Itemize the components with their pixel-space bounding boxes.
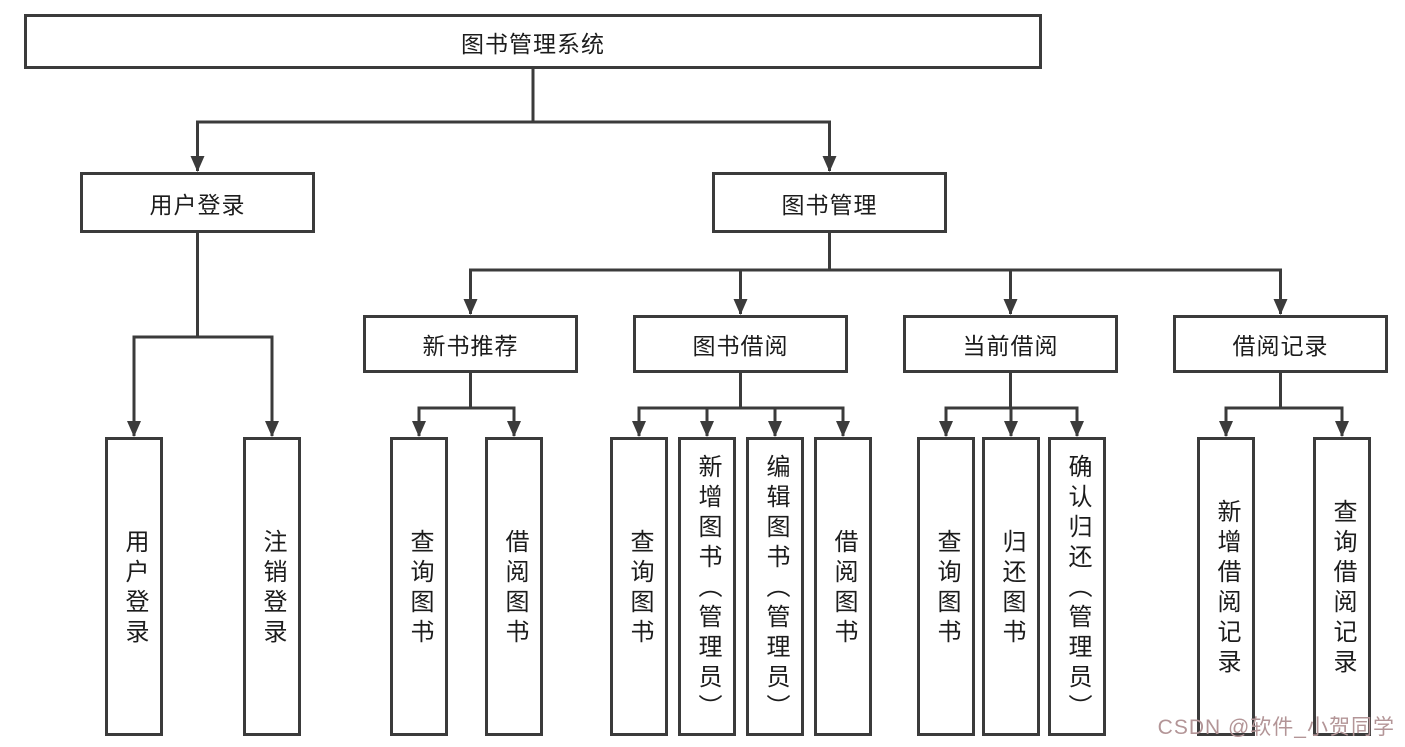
node-rec-add-borrow-record: 新增借阅记录 xyxy=(1197,437,1255,736)
node-rec-query-borrow-record: 查询借阅记录 xyxy=(1313,437,1371,736)
node-new-book-recommend: 新书推荐 xyxy=(363,315,578,373)
csdn-watermark: CSDN @软件_小贺同学 xyxy=(1157,716,1395,739)
node-borrow-records: 借阅记录 xyxy=(1173,315,1388,373)
node-nb-query-books: 查询图书 xyxy=(390,437,448,736)
node-cb-confirm-return-admin: 确认归还（管理员） xyxy=(1048,437,1106,736)
node-bb-add-book-admin: 新增图书（管理员） xyxy=(678,437,736,736)
node-book-management: 图书管理 xyxy=(712,172,947,233)
node-cb-query-books: 查询图书 xyxy=(917,437,975,736)
node-bb-query-books: 查询图书 xyxy=(610,437,668,736)
node-user-login-leaf: 用户登录 xyxy=(105,437,163,736)
node-user-login: 用户登录 xyxy=(80,172,315,233)
node-cb-return-books: 归还图书 xyxy=(982,437,1040,736)
node-bb-borrow-books: 借阅图书 xyxy=(814,437,872,736)
node-nb-borrow-books: 借阅图书 xyxy=(485,437,543,736)
node-library-management-system: 图书管理系统 xyxy=(24,14,1042,69)
node-book-borrow: 图书借阅 xyxy=(633,315,848,373)
node-bb-edit-book-admin: 编辑图书（管理员） xyxy=(746,437,804,736)
node-logout: 注销登录 xyxy=(243,437,301,736)
node-current-borrow: 当前借阅 xyxy=(903,315,1118,373)
